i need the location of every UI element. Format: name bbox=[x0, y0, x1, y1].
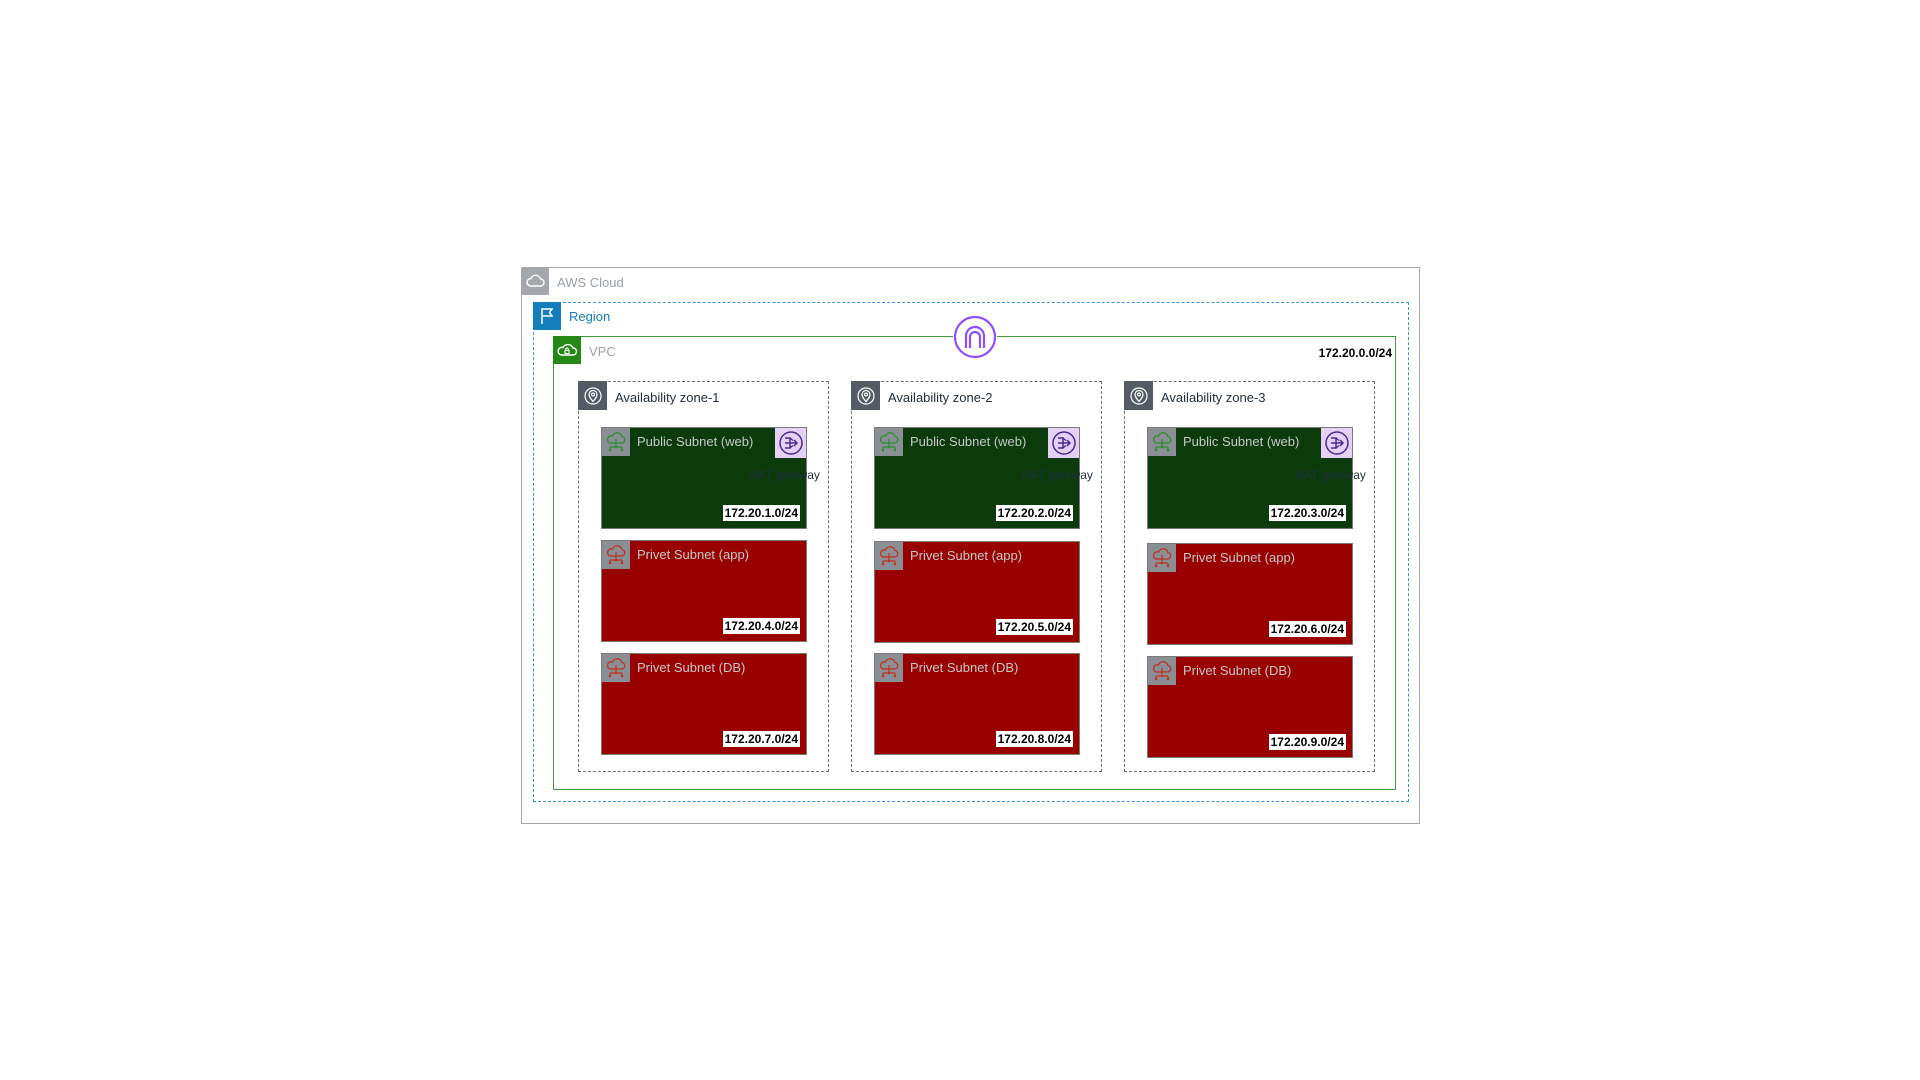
cloud-icon bbox=[521, 267, 549, 295]
public-subnet-web: Public Subnet (web) 172.20.3.0/24 bbox=[1147, 427, 1353, 529]
subnet-cidr: 172.20.1.0/24 bbox=[722, 505, 800, 521]
subnet-label: Privet Subnet (DB) bbox=[637, 660, 746, 675]
private-subnet-app: Privet Subnet (app) 172.20.6.0/24 bbox=[1147, 543, 1353, 645]
private-subnet-db: Privet Subnet (DB) 172.20.7.0/24 bbox=[601, 653, 807, 755]
availability-zone-3: Availability zone-3 bbox=[1124, 381, 1375, 772]
subnet-cidr: 172.20.8.0/24 bbox=[995, 731, 1073, 747]
vpc-label: VPC bbox=[589, 344, 616, 359]
subnet-cloud-icon bbox=[875, 542, 903, 570]
subnet-cloud-icon bbox=[1148, 657, 1176, 685]
aws-cloud-label: AWS Cloud bbox=[557, 275, 624, 290]
vpc-cloud-icon bbox=[553, 336, 581, 364]
vpc-cidr: 172.20.0.0/24 bbox=[1318, 346, 1392, 360]
subnet-label: Public Subnet (web) bbox=[1183, 434, 1300, 449]
subnet-label: Privet Subnet (DB) bbox=[910, 660, 1019, 675]
subnet-cloud-icon bbox=[875, 654, 903, 682]
private-subnet-db: Privet Subnet (DB) 172.20.8.0/24 bbox=[874, 653, 1080, 755]
region-group: Region bbox=[533, 302, 1409, 802]
subnet-label: Privet Subnet (app) bbox=[1183, 550, 1296, 565]
subnet-cloud-icon bbox=[875, 428, 903, 456]
availability-zone-label: Availability zone-2 bbox=[888, 390, 993, 405]
subnet-cloud-icon bbox=[602, 541, 630, 569]
availability-zone-label: Availability zone-1 bbox=[615, 390, 720, 405]
private-subnet-db: Privet Subnet (DB) 172.20.9.0/24 bbox=[1147, 656, 1353, 758]
subnet-cidr: 172.20.4.0/24 bbox=[722, 618, 800, 634]
nat-gateway-icon bbox=[1321, 428, 1352, 458]
nat-gateway-icon bbox=[775, 428, 806, 458]
subnet-cloud-icon bbox=[602, 428, 630, 456]
private-subnet-app: Privet Subnet (app) 172.20.4.0/24 bbox=[601, 540, 807, 642]
subnet-label: Privet Subnet (app) bbox=[910, 548, 1023, 563]
location-pin-icon bbox=[1124, 381, 1153, 410]
subnet-cidr: 172.20.9.0/24 bbox=[1268, 734, 1346, 750]
subnet-label: Public Subnet (web) bbox=[637, 434, 754, 449]
nat-gateway-icon bbox=[1048, 428, 1079, 458]
location-pin-icon bbox=[851, 381, 880, 410]
internet-gateway-icon bbox=[953, 315, 997, 359]
location-pin-icon bbox=[578, 381, 607, 410]
subnet-cidr: 172.20.7.0/24 bbox=[722, 731, 800, 747]
aws-cloud-group: AWS Cloud bbox=[521, 267, 1420, 824]
availability-zone-1: Availability zone-1 bbox=[578, 381, 829, 772]
subnet-cidr: 172.20.6.0/24 bbox=[1268, 621, 1346, 637]
subnet-label: Privet Subnet (app) bbox=[637, 547, 750, 562]
nat-gateway-label: NAT gateway bbox=[1295, 468, 1366, 482]
subnet-label: Privet Subnet (DB) bbox=[1183, 663, 1292, 678]
nat-gateway-label: NAT gateway bbox=[749, 468, 820, 482]
flag-icon bbox=[533, 302, 561, 330]
subnet-cloud-icon bbox=[602, 654, 630, 682]
public-subnet-web: Public Subnet (web) 172.20.1.0/24 bbox=[601, 427, 807, 529]
region-label: Region bbox=[569, 309, 611, 324]
subnet-cidr: 172.20.5.0/24 bbox=[995, 619, 1073, 635]
nat-gateway-label: NAT gateway bbox=[1022, 468, 1093, 482]
subnet-label: Public Subnet (web) bbox=[910, 434, 1027, 449]
subnet-cloud-icon bbox=[1148, 428, 1176, 456]
subnet-cloud-icon bbox=[1148, 544, 1176, 572]
availability-zone-2: Availability zone-2 bbox=[851, 381, 1102, 772]
subnet-cidr: 172.20.3.0/24 bbox=[1268, 505, 1346, 521]
availability-zone-label: Availability zone-3 bbox=[1161, 390, 1266, 405]
vpc-group: VPC 172.20.0.0/24 bbox=[553, 336, 1396, 790]
private-subnet-app: Privet Subnet (app) 172.20.5.0/24 bbox=[874, 541, 1080, 643]
subnet-cidr: 172.20.2.0/24 bbox=[995, 505, 1073, 521]
public-subnet-web: Public Subnet (web) 172.20.2.0/24 bbox=[874, 427, 1080, 529]
